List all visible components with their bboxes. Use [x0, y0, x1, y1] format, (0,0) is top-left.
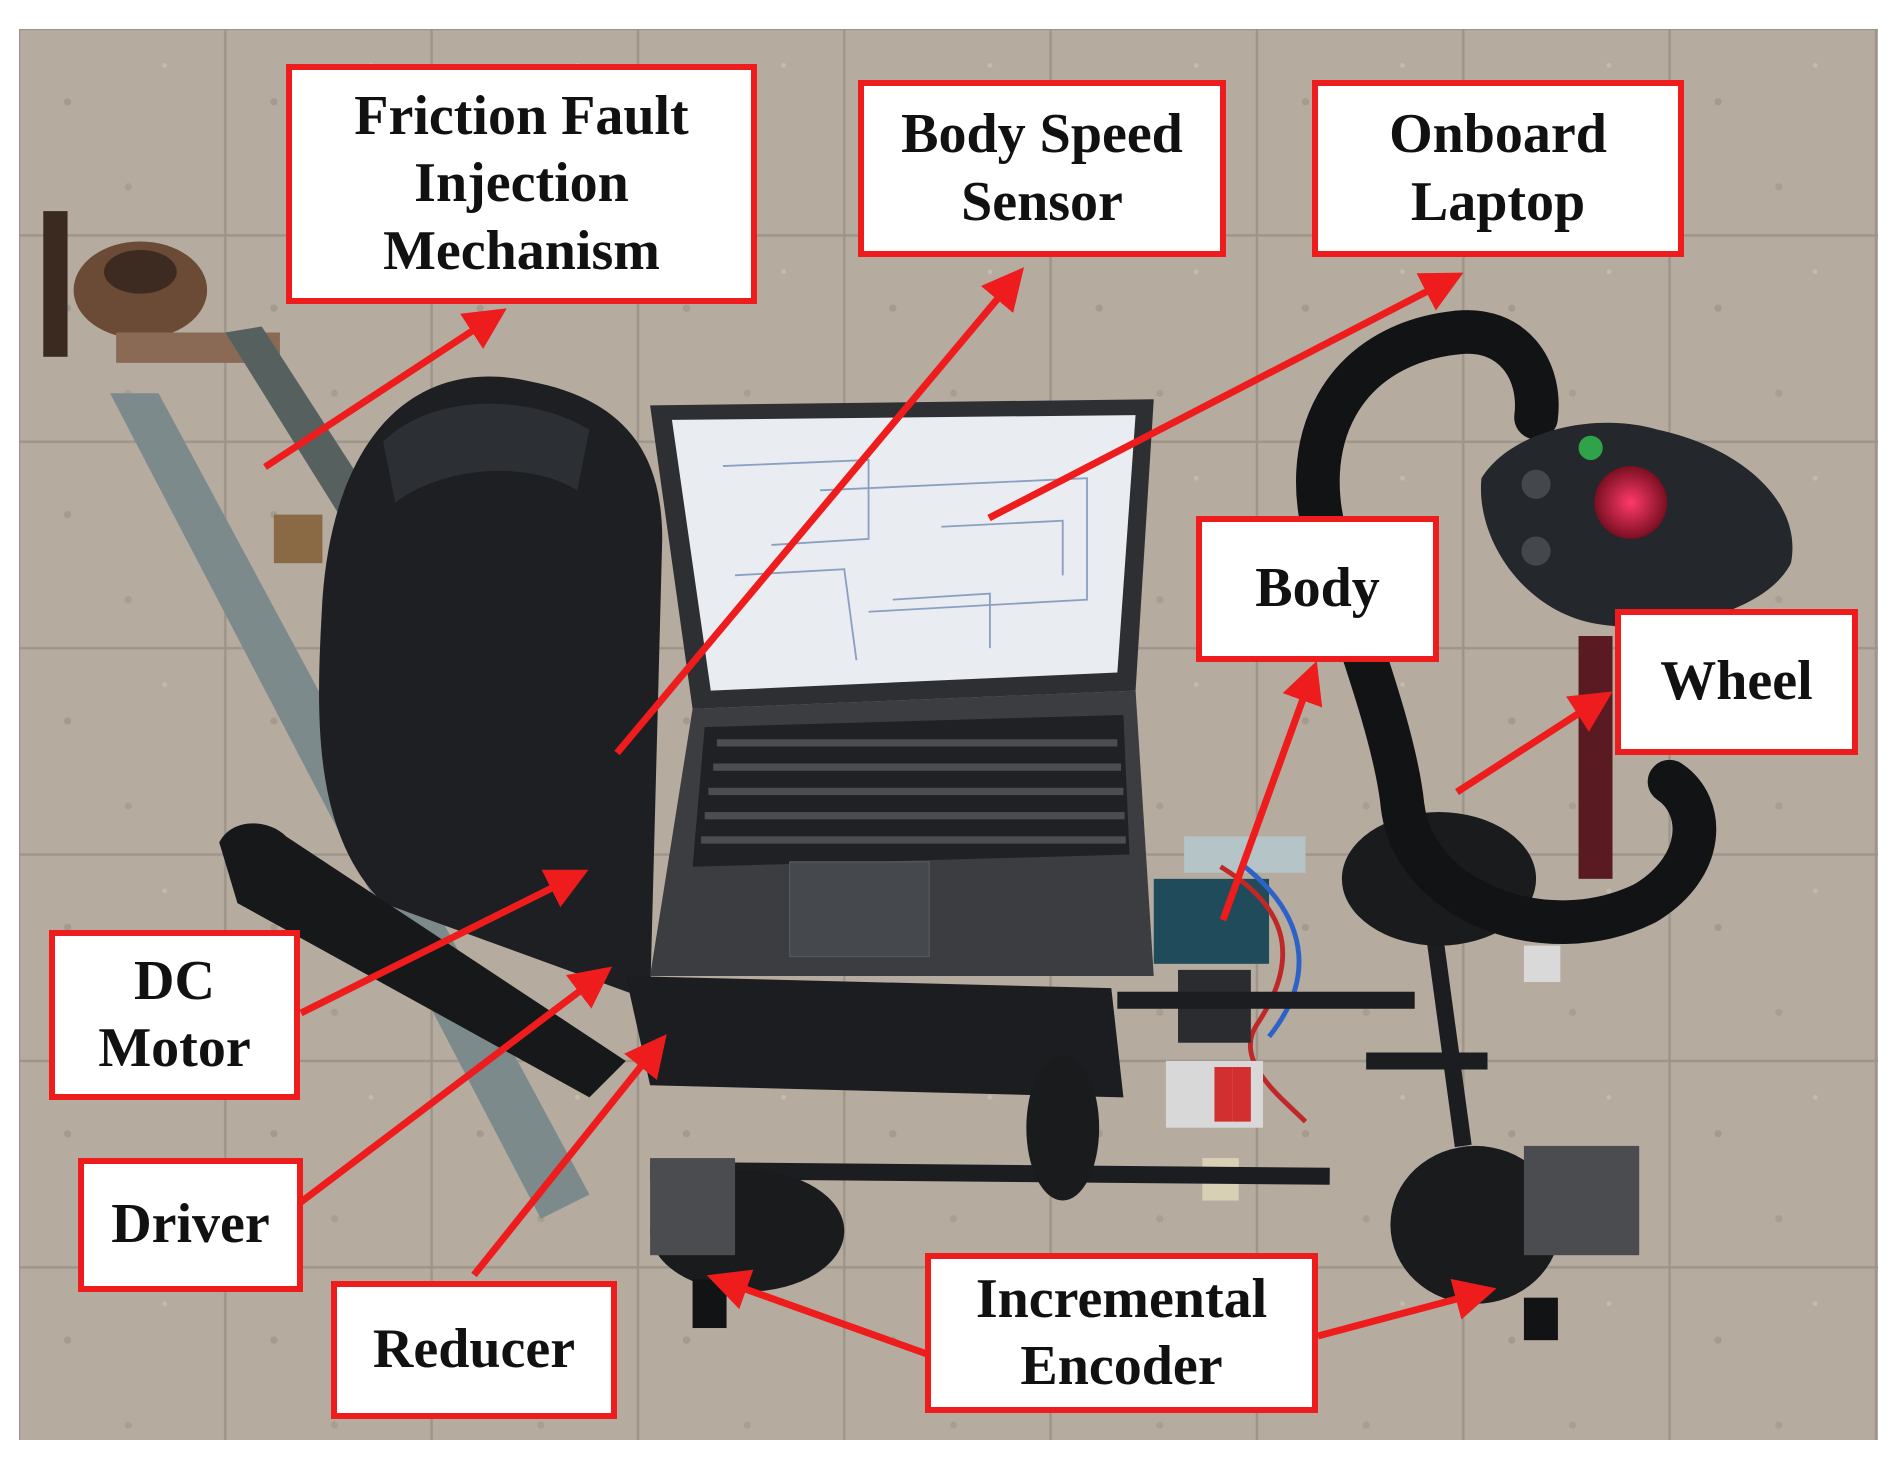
callout-wheel: Wheel: [1615, 609, 1858, 755]
encoders: [650, 1145, 1640, 1341]
callout-reducer: Reducer: [331, 1281, 617, 1419]
callout-body-speed-sensor: Body Speed Sensor: [858, 80, 1226, 257]
callout-body: Body: [1196, 516, 1439, 662]
laptop: [650, 399, 1154, 976]
callout-onboard-laptop: Onboard Laptop: [1312, 80, 1684, 257]
callout-driver: Driver: [78, 1158, 303, 1292]
callout-incremental-encoder: Incremental Encoder: [925, 1253, 1318, 1413]
callout-dc-motor: DC Motor: [49, 930, 300, 1100]
callout-friction-fault-injection-mechanism: Friction Fault Injection Mechanism: [286, 64, 757, 304]
